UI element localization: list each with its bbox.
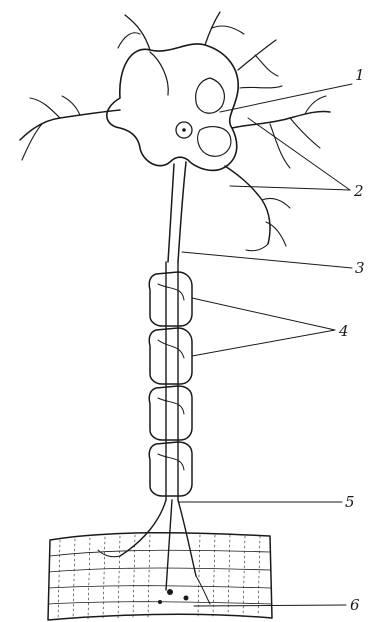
label-6: 6 bbox=[350, 596, 360, 614]
neuron-cell-body bbox=[107, 44, 238, 170]
myelin-sheath bbox=[149, 272, 192, 496]
muscle-fiber bbox=[48, 533, 272, 620]
label-1: 1 bbox=[355, 66, 365, 84]
label-5: 5 bbox=[345, 493, 355, 511]
motor-end-plate bbox=[98, 500, 210, 604]
figure-labels: 1 2 3 4 5 6 bbox=[338, 66, 365, 614]
label-2: 2 bbox=[353, 182, 364, 200]
leader-lines bbox=[178, 84, 352, 606]
label-3: 3 bbox=[355, 259, 365, 277]
axon bbox=[166, 162, 186, 500]
label-4: 4 bbox=[338, 322, 349, 340]
